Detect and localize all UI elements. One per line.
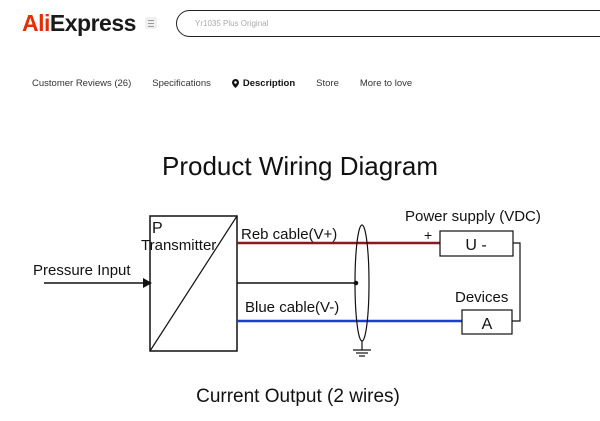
tab-more-to-love[interactable]: More to love (360, 78, 412, 89)
a-box (461, 309, 513, 335)
tab-label: Description (242, 77, 296, 89)
red-cable-label: Reb cable(V+) (241, 226, 337, 243)
diagram-caption: Current Output (2 wires) (196, 386, 400, 407)
search-bar[interactable] (176, 10, 600, 37)
header: AliExpress (0, 0, 600, 48)
product-tabs: Customer Reviews (26) Specifications Des… (32, 76, 433, 90)
logo-prefix: Ali (22, 10, 50, 36)
plus-sign: + (424, 227, 432, 243)
transmitter-diagonal (149, 215, 238, 352)
a-box-label: A (482, 316, 493, 333)
transmitter-p-label: P (152, 220, 163, 237)
tab-customer-reviews[interactable]: Customer Reviews (26) (32, 78, 131, 89)
menu-icon[interactable] (145, 17, 157, 29)
search-input[interactable] (195, 16, 575, 31)
pressure-input-label: Pressure Input (33, 262, 131, 279)
logo-suffix: Express (49, 10, 137, 36)
aliexpress-logo[interactable]: AliExpress (22, 10, 136, 37)
tab-store[interactable]: Store (316, 78, 339, 89)
devices-label: Devices (455, 289, 508, 306)
u-box (439, 230, 514, 257)
tab-label: Store (316, 77, 339, 89)
loop-connector (512, 242, 521, 322)
tab-specifications[interactable]: Specifications (152, 78, 211, 89)
shield-junction (353, 280, 359, 286)
wiring-diagram: Product Wiring Diagram P Transmitter Pre… (33, 151, 541, 407)
transmitter-label: Transmitter (141, 237, 216, 254)
tab-description[interactable]: Description (231, 77, 296, 89)
diagram-title: Product Wiring Diagram (162, 151, 438, 181)
tab-label: Customer Reviews (26) (32, 77, 132, 89)
tab-label: More to love (359, 77, 413, 89)
tab-label: Specifications (152, 77, 211, 89)
location-pin-icon (231, 78, 239, 88)
pressure-input-arrowhead (143, 278, 152, 288)
blue-cable-label: Blue cable(V-) (245, 299, 339, 316)
u-box-label: U - (465, 237, 486, 254)
power-supply-label: Power supply (VDC) (405, 208, 541, 225)
